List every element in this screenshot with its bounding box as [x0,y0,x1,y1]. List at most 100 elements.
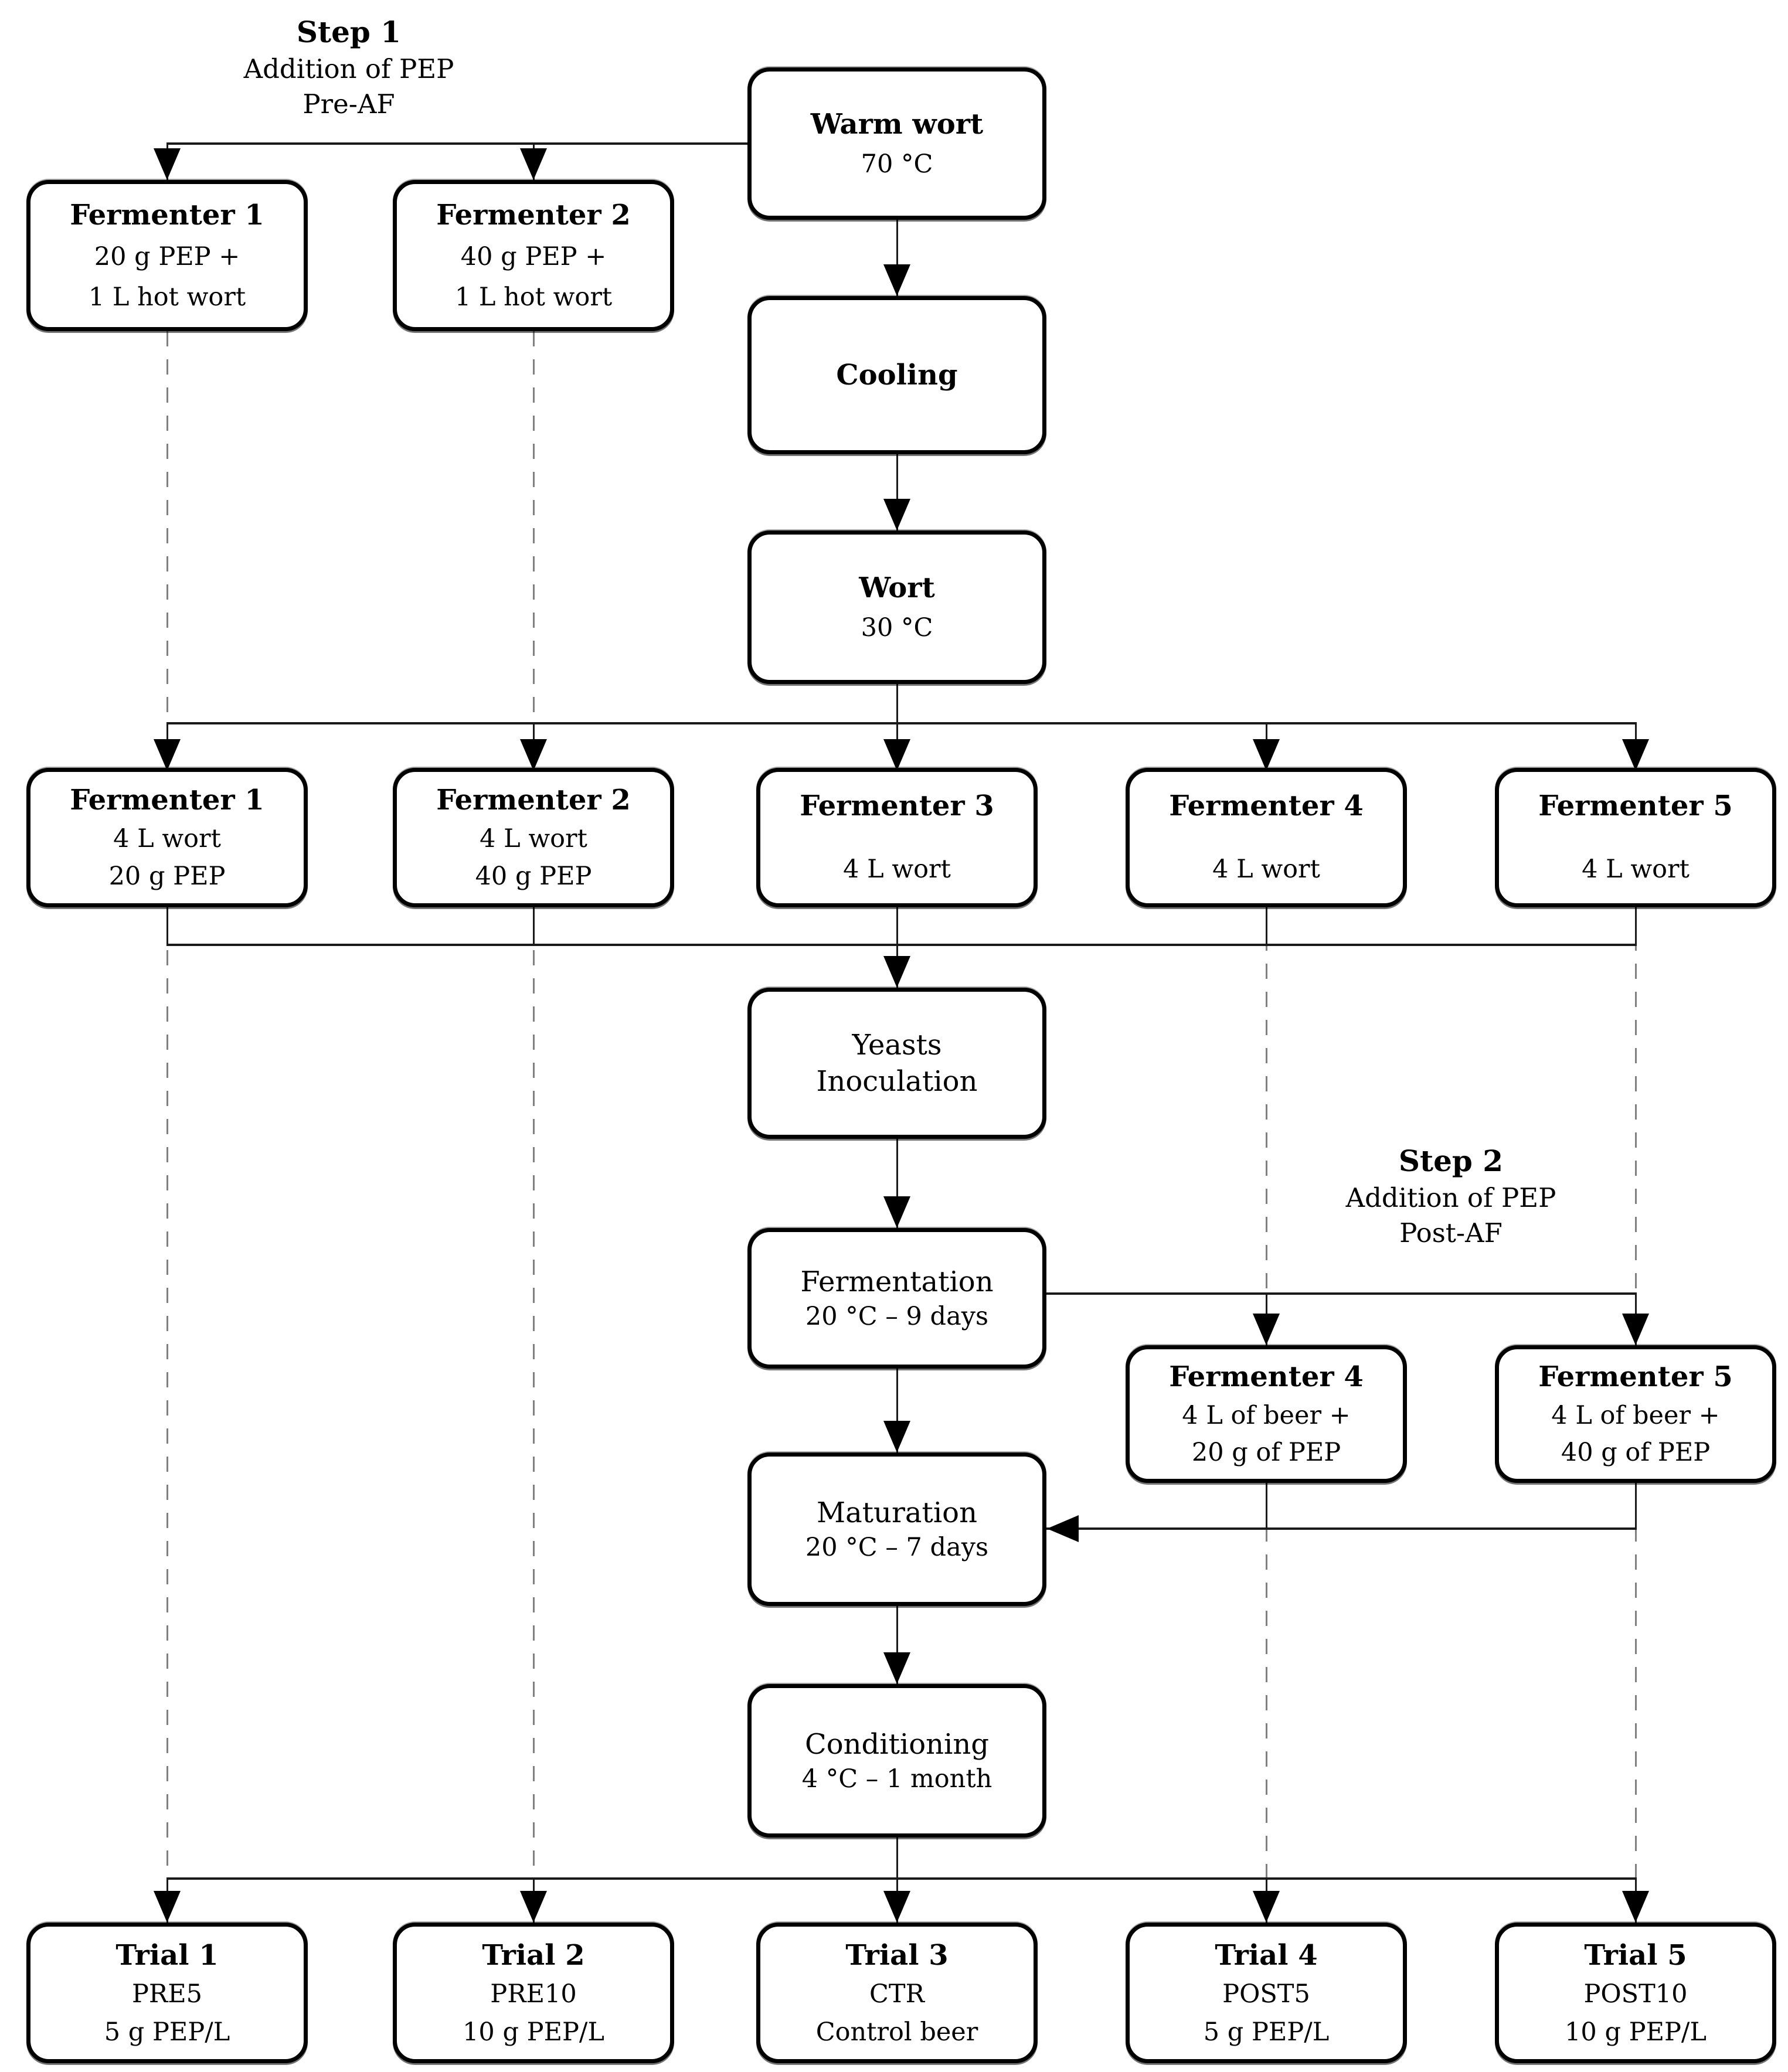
node-trial1-code: PRE5 [131,1979,203,2009]
connector-fermentation-maturation [896,1369,898,1452]
connector-wort-branch [167,722,1636,724]
node-fermenter1-pre-line1: 20 g PEP + [94,242,240,271]
node-fermenter1-line2: 20 g PEP [108,862,226,891]
node-fermenter5-line1: 4 L wort [1582,855,1690,884]
node-fermenter5: Fermenter 5 4 L wort [1495,768,1776,907]
connector-trial-collector [167,1877,1636,1880]
connector-step1-branch [167,142,749,145]
node-fermenter1: Fermenter 1 4 L wort 20 g PEP [26,768,308,907]
arrowhead-cooling [883,264,910,296]
node-fermenter5-title: Fermenter 5 [1538,790,1733,822]
node-trial1-title: Trial 1 [115,1938,219,1972]
node-fermenter1-pre-line2: 1 L hot wort [88,283,246,312]
node-trial2-dose: 10 g PEP/L [463,2017,604,2047]
node-fermenter2-pre-line1: 40 g PEP + [460,242,607,271]
node-conditioning-cond: 4 °C – 1 month [801,1764,992,1794]
node-fermenter5-post: Fermenter 5 4 L of beer + 40 g of PEP [1495,1345,1776,1483]
dashed-line-col2 [533,331,535,1879]
connector-f4post-merge [1266,1483,1267,1530]
node-fermenter4-post: Fermenter 4 4 L of beer + 20 g of PEP [1126,1345,1407,1483]
node-conditioning-title: Conditioning [804,1728,990,1761]
node-trial3-code: CTR [869,1979,924,2009]
node-cooling: Cooling [747,296,1046,454]
node-fermentation: Fermentation 20 °C – 9 days [747,1228,1046,1369]
node-fermenter2-line1: 4 L wort [480,824,587,853]
node-trial5-dose: 10 g PEP/L [1565,2017,1707,2047]
arrowhead-fermenter4-post [1253,1314,1280,1345]
connector-f4-collector [1266,907,1267,946]
node-fermenter3-title: Fermenter 3 [800,790,994,822]
connector-fermenter-collector [167,944,1636,946]
step2-heading: Step 2 [1398,1144,1504,1178]
node-trial4-dose: 5 g PEP/L [1203,2017,1330,2047]
node-trial4-title: Trial 4 [1215,1938,1318,1972]
connector-f1-collector [166,907,168,946]
node-fermenter1-line1: 4 L wort [113,824,221,853]
arrowhead-trial3 [883,1891,910,1923]
connector-step2-feeder [1046,1292,1637,1295]
node-fermenter2-title: Fermenter 2 [436,784,631,816]
node-trial3-title: Trial 3 [845,1938,949,1972]
arrowhead-maturation-side [1047,1515,1079,1542]
node-maturation-title: Maturation [817,1496,977,1529]
node-warm-wort: Warm wort 70 °C [747,67,1046,220]
node-fermenter1-pre-title: Fermenter 1 [70,199,264,232]
node-fermenter3: Fermenter 3 4 L wort [756,768,1038,907]
connector-f5-collector [1635,907,1637,946]
node-fermenter4-line1: 4 L wort [1212,855,1320,884]
node-warm-wort-title: Warm wort [810,108,984,141]
connector-f3-collector [896,907,898,946]
node-trial1: Trial 1 PRE5 5 g PEP/L [26,1923,308,2063]
node-fermenter4-title: Fermenter 4 [1169,790,1364,822]
arrowhead-fermenter2-pre [520,148,547,180]
node-fermentation-title: Fermentation [800,1265,994,1298]
node-yeasts-inoculation: Yeasts Inoculation [747,988,1046,1139]
step1-phase: Pre-AF [302,89,395,120]
node-fermenter4-post-line1: 4 L of beer + [1182,1400,1351,1430]
connector-conditioning-drop [896,1838,898,1923]
node-trial2-title: Trial 2 [482,1938,585,1972]
step2-subtitle: Addition of PEP [1345,1182,1556,1213]
arrowhead-fermentation [883,1196,910,1228]
node-fermentation-cond: 20 °C – 9 days [805,1302,989,1331]
arrowhead-fermenter1 [154,739,181,771]
arrowhead-yeasts [883,956,910,988]
step2-phase: Post-AF [1399,1217,1503,1248]
node-fermenter5-post-title: Fermenter 5 [1538,1360,1733,1394]
node-fermenter1-pre: Fermenter 1 20 g PEP + 1 L hot wort [26,180,308,331]
connector-yeasts-fermentation [896,1139,898,1228]
node-trial5-code: POST10 [1583,1979,1688,2009]
node-fermenter1-title: Fermenter 1 [70,784,264,816]
node-yeasts-line2: Inoculation [816,1065,978,1098]
arrowhead-fermenter4 [1253,739,1280,771]
node-trial3: Trial 3 CTR Control beer [756,1923,1038,2063]
connector-cooling-wort [896,454,898,530]
step2-annotation: Step 2 Addition of PEP Post-AF [1275,1142,1627,1251]
connector-f5post-merge [1635,1483,1637,1530]
arrowhead-fermenter1-pre [154,148,181,180]
arrowhead-trial4 [1253,1891,1280,1923]
node-fermenter2: Fermenter 2 4 L wort 40 g PEP [393,768,674,907]
node-maturation-cond: 20 °C – 7 days [805,1533,989,1562]
arrowhead-fermenter5 [1622,739,1649,771]
node-fermenter2-pre: Fermenter 2 40 g PEP + 1 L hot wort [393,180,674,331]
node-trial4-code: POST5 [1222,1979,1310,2009]
node-trial2-code: PRE10 [490,1979,577,2009]
arrowhead-trial2 [520,1891,547,1923]
arrowhead-trial5 [1622,1891,1649,1923]
node-trial1-dose: 5 g PEP/L [104,2017,230,2047]
node-warm-wort-temp: 70 °C [861,149,933,179]
arrowhead-trial1 [154,1891,181,1923]
node-conditioning: Conditioning 4 °C – 1 month [747,1684,1046,1838]
node-wort-temp: 30 °C [861,613,933,642]
arrowhead-conditioning [883,1652,910,1684]
node-trial5: Trial 5 POST10 10 g PEP/L [1495,1923,1776,2063]
node-fermenter2-pre-line2: 1 L hot wort [454,283,613,312]
node-fermenter4-post-title: Fermenter 4 [1169,1360,1364,1394]
step1-heading: Step 1 [296,15,402,49]
node-trial4: Trial 4 POST5 5 g PEP/L [1126,1923,1407,2063]
arrowhead-fermenter3 [883,739,910,771]
step1-annotation: Step 1 Addition of PEP Pre-AF [173,13,525,122]
node-fermenter4: Fermenter 4 4 L wort [1126,768,1407,907]
